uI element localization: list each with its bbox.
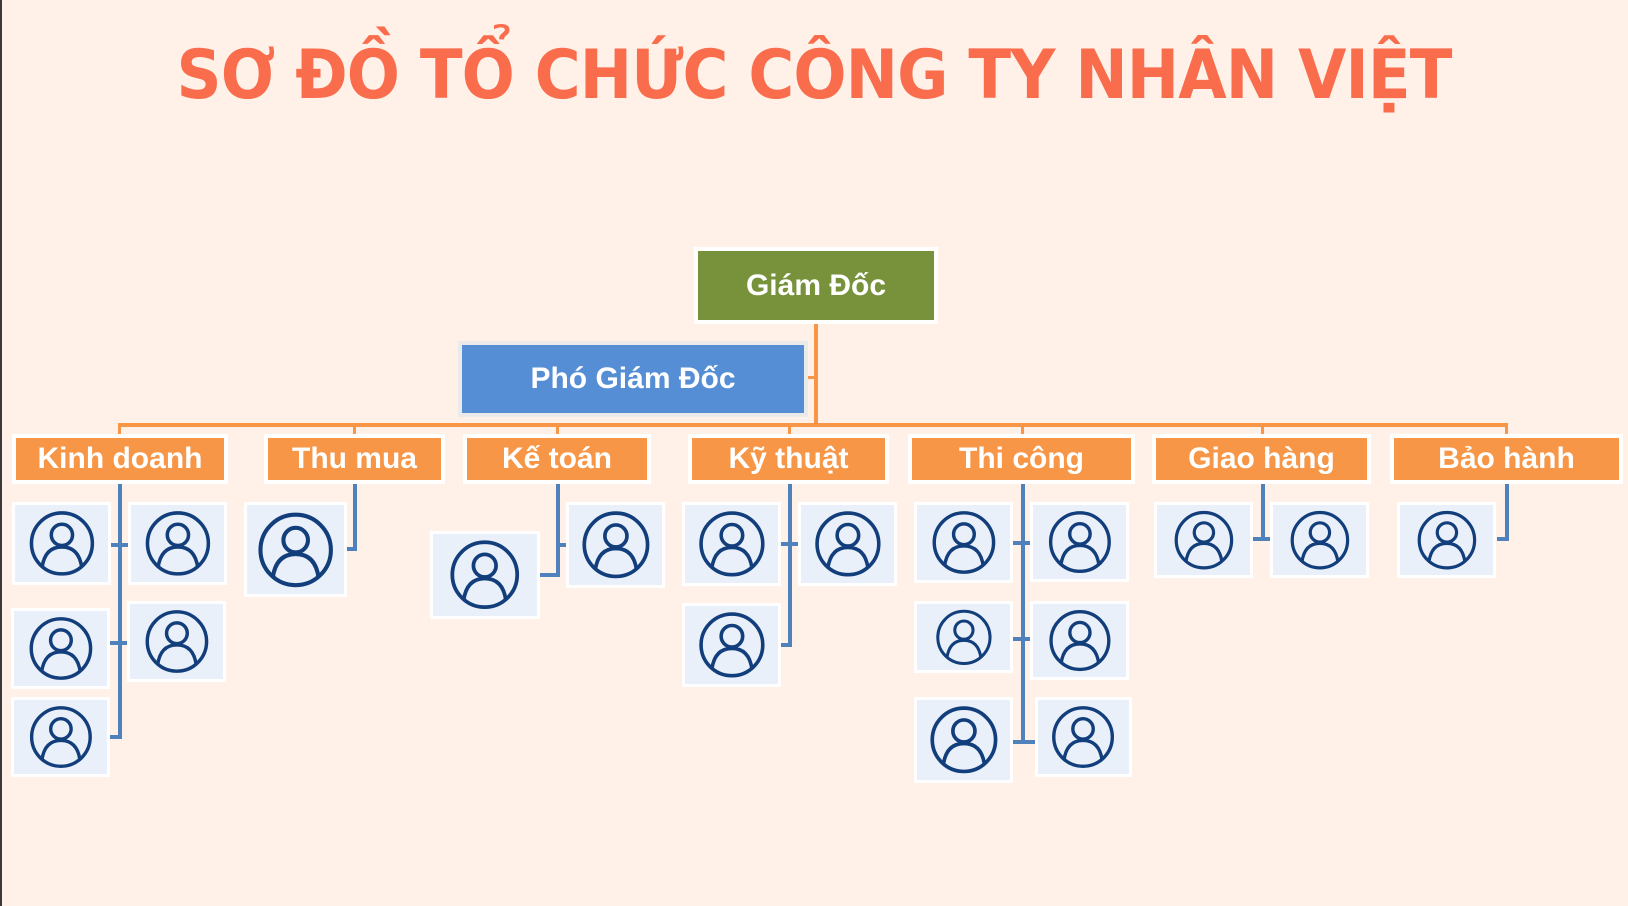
- ceo-label: Giám Đốc: [745, 268, 887, 302]
- connector-drop-giao-hang: [1261, 423, 1264, 438]
- person-circle-icon: [29, 706, 92, 768]
- staff-avatar[interactable]: [566, 502, 665, 588]
- staff-avatar[interactable]: [11, 697, 110, 777]
- staff-avatar[interactable]: [798, 502, 897, 586]
- connector-giao-hang-spine: [1261, 484, 1265, 540]
- connector-ky-thuat-spine: [788, 484, 792, 647]
- person-circle-icon: [698, 612, 765, 678]
- staff-avatar[interactable]: [914, 601, 1013, 673]
- dept-bao-hanh[interactable]: Bảo hành: [1390, 434, 1623, 484]
- connector-drop-bao-hanh: [1505, 423, 1508, 438]
- staff-avatar[interactable]: [11, 608, 110, 689]
- page-title: SƠ ĐỒ TỔ CHỨC CÔNG TY NHÂN VIỆT: [176, 36, 1453, 115]
- staff-avatar[interactable]: [127, 601, 226, 682]
- connector-ky-thuat-r2: [780, 643, 792, 647]
- person-circle-icon: [935, 609, 992, 665]
- staff-avatar[interactable]: [1270, 502, 1369, 578]
- connector-thi-cong-spine: [1021, 484, 1025, 744]
- person-circle-icon: [145, 511, 210, 576]
- connector-ky-thuat-r1: [780, 542, 800, 546]
- connector-kinh-doanh-spine: [118, 484, 122, 739]
- connector-bao-hanh-spine: [1505, 484, 1509, 540]
- dept-label: Kỹ thuật: [728, 442, 849, 475]
- dept-label: Thu mua: [292, 442, 417, 475]
- dept-ky-thuat[interactable]: Kỹ thuật: [688, 434, 889, 484]
- person-circle-icon: [29, 617, 92, 680]
- staff-avatar[interactable]: [1154, 502, 1253, 578]
- staff-avatar[interactable]: [430, 531, 540, 619]
- connector-thi-cong-r3: [1013, 740, 1037, 744]
- connector-ceo-trunk: [814, 324, 818, 426]
- staff-avatar[interactable]: [914, 697, 1013, 783]
- connector-kinh-doanh-r2: [110, 641, 130, 645]
- person-circle-icon: [1174, 510, 1233, 570]
- dept-thu-mua[interactable]: Thu mua: [264, 434, 445, 484]
- staff-avatar[interactable]: [682, 502, 781, 586]
- person-circle-icon: [930, 706, 997, 774]
- person-circle-icon: [450, 540, 520, 610]
- connector-dept-bus: [118, 423, 1508, 427]
- deputy-box[interactable]: Phó Giám Đốc: [458, 341, 808, 417]
- connector-drop-ke-toan: [556, 423, 559, 438]
- person-circle-icon: [1052, 706, 1115, 768]
- staff-avatar[interactable]: [244, 502, 347, 597]
- connector-ke-toan-r1: [556, 543, 567, 547]
- person-circle-icon: [1048, 609, 1111, 672]
- person-circle-icon: [1290, 510, 1349, 570]
- connector-drop-thu-mua: [353, 423, 356, 438]
- person-circle-icon: [29, 511, 94, 576]
- connector-drop-kinh-doanh: [118, 423, 121, 438]
- connector-kinh-doanh-r1: [110, 543, 130, 547]
- staff-avatar[interactable]: [128, 502, 227, 585]
- staff-avatar[interactable]: [1030, 601, 1129, 680]
- staff-avatar[interactable]: [1397, 502, 1496, 578]
- person-circle-icon: [582, 511, 649, 579]
- connector-thu-mua-spine: [353, 484, 357, 550]
- staff-avatar[interactable]: [1030, 502, 1129, 582]
- person-circle-icon: [698, 511, 765, 577]
- connector-drop-thi-cong: [1021, 423, 1024, 438]
- connector-ke-toan-r2: [540, 573, 560, 577]
- person-circle-icon: [258, 512, 333, 587]
- person-circle-icon: [814, 511, 881, 577]
- connector-thu-mua-r1: [347, 547, 357, 551]
- staff-avatar[interactable]: [1035, 697, 1132, 777]
- dept-label: Thi công: [959, 442, 1084, 475]
- staff-avatar[interactable]: [914, 502, 1013, 583]
- dept-giao-hang[interactable]: Giao hàng: [1152, 434, 1371, 484]
- dept-label: Kế toán: [501, 442, 612, 475]
- connector-thi-cong-r1: [1013, 541, 1033, 545]
- dept-label: Bảo hành: [1438, 442, 1575, 475]
- deputy-label: Phó Giám Đốc: [530, 362, 736, 395]
- window-left-edge: [0, 0, 2, 906]
- person-circle-icon: [1417, 510, 1476, 570]
- dept-label: Giao hàng: [1188, 442, 1335, 475]
- connector-drop-ky-thuat: [788, 423, 791, 438]
- connector-deputy: [807, 376, 816, 379]
- person-circle-icon: [1048, 511, 1111, 573]
- connector-giao-hang-r1: [1253, 537, 1273, 541]
- connector-bao-hanh-r1: [1497, 537, 1509, 541]
- staff-avatar[interactable]: [682, 603, 781, 687]
- dept-kinh-doanh[interactable]: Kinh doanh: [12, 434, 228, 484]
- connector-thi-cong-r2: [1013, 637, 1033, 641]
- staff-avatar[interactable]: [12, 502, 111, 585]
- ceo-box[interactable]: Giám Đốc: [694, 247, 938, 324]
- connector-ke-toan-spine: [556, 484, 560, 576]
- dept-label: Kinh doanh: [37, 442, 203, 475]
- dept-thi-cong[interactable]: Thi công: [908, 434, 1135, 484]
- connector-kinh-doanh-r3: [110, 735, 122, 739]
- person-circle-icon: [145, 610, 208, 673]
- person-circle-icon: [932, 511, 995, 574]
- dept-ke-toan[interactable]: Kế toán: [463, 434, 651, 484]
